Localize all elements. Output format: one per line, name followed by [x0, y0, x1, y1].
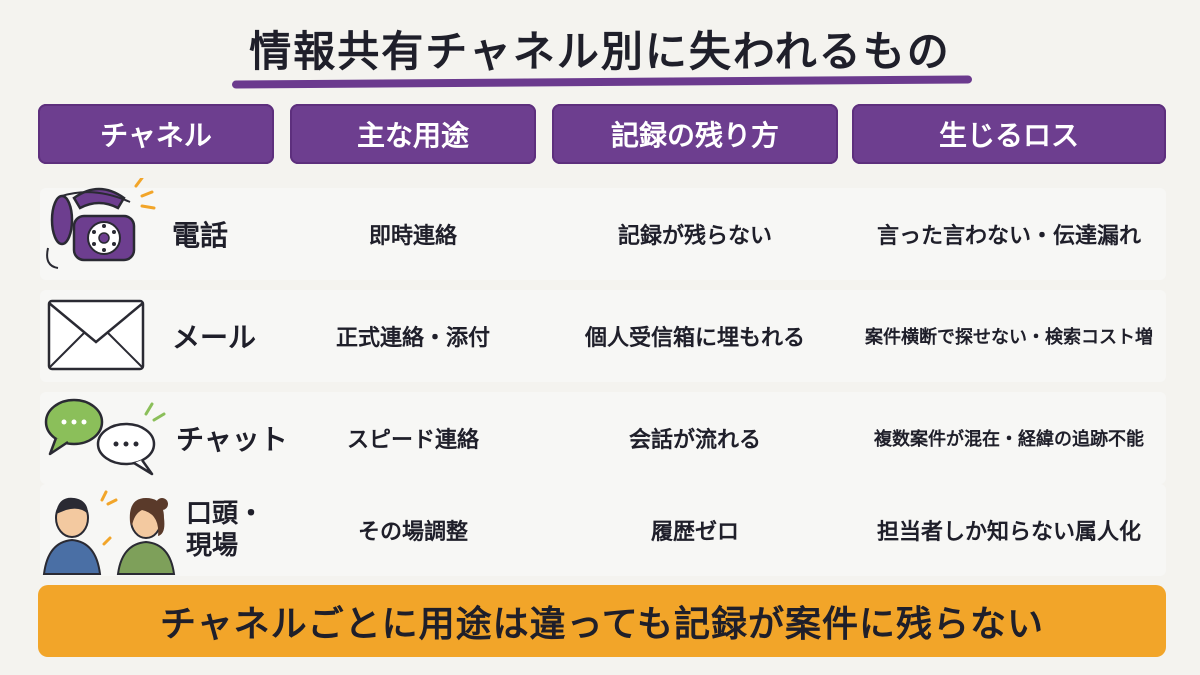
row-background: [40, 188, 1166, 280]
envelope-icon: [47, 299, 145, 371]
loss-cell: 複数案件が混在・経緯の追跡不能: [874, 429, 1144, 450]
record-cell: 履歴ゼロ: [650, 520, 739, 545]
record-cell: 個人受信箱に埋もれる: [584, 326, 805, 351]
use-cell: スピード連絡: [346, 428, 479, 453]
chat-bubbles-icon: [44, 398, 166, 476]
record-cell: 会話が流れる: [628, 428, 761, 453]
channel-label-line1: 口頭・: [186, 499, 265, 529]
two-people-talking-icon: [42, 490, 176, 575]
use-cell: 正式連絡・添付: [335, 326, 490, 351]
row-background: [40, 392, 1166, 484]
table-row-phone: 電話 即時連絡 記録が残らない 言った言わない・伝達漏れ: [40, 178, 1166, 280]
header-record: 記録の残り方: [552, 104, 838, 164]
header-loss: 生じるロス: [852, 104, 1166, 164]
channel-label-chat: チャット: [176, 423, 288, 456]
channel-label-mail: メール: [172, 321, 257, 354]
telephone-icon: [46, 178, 156, 269]
use-cell: その場調整: [357, 520, 468, 545]
row-background: [40, 484, 1166, 576]
use-cell: 即時連絡: [368, 224, 457, 249]
record-cell: 記録が残らない: [617, 224, 772, 249]
page-title: 情報共有チャネル別に失われるもの: [249, 27, 951, 76]
channel-label-line2: 現場: [186, 531, 239, 561]
header-channel: チャネル: [38, 104, 274, 164]
channel-label-verbal: 口頭・ 現場: [186, 484, 264, 576]
table-row-mail: メール 正式連絡・添付 個人受信箱に埋もれる 案件横断で探せない・検索コスト増: [40, 290, 1166, 382]
row-background: [40, 290, 1166, 382]
loss-cell: 案件横断で探せない・検索コスト増: [865, 327, 1153, 348]
channel-label-phone: 電話: [172, 219, 229, 252]
summary-banner: チャネルごとに用途は違っても記録が案件に残らない: [38, 585, 1166, 657]
table-row-verbal: 口頭・ 現場 その場調整 履歴ゼロ 担当者しか知らない属人化: [40, 484, 1166, 576]
header-use: 主な用途: [290, 104, 536, 164]
table-row-chat: チャット スピード連絡 会話が流れる 複数案件が混在・経緯の追跡不能: [40, 392, 1166, 484]
loss-cell: 担当者しか知らない属人化: [876, 520, 1141, 545]
loss-cell: 言った言わない・伝達漏れ: [876, 224, 1141, 249]
